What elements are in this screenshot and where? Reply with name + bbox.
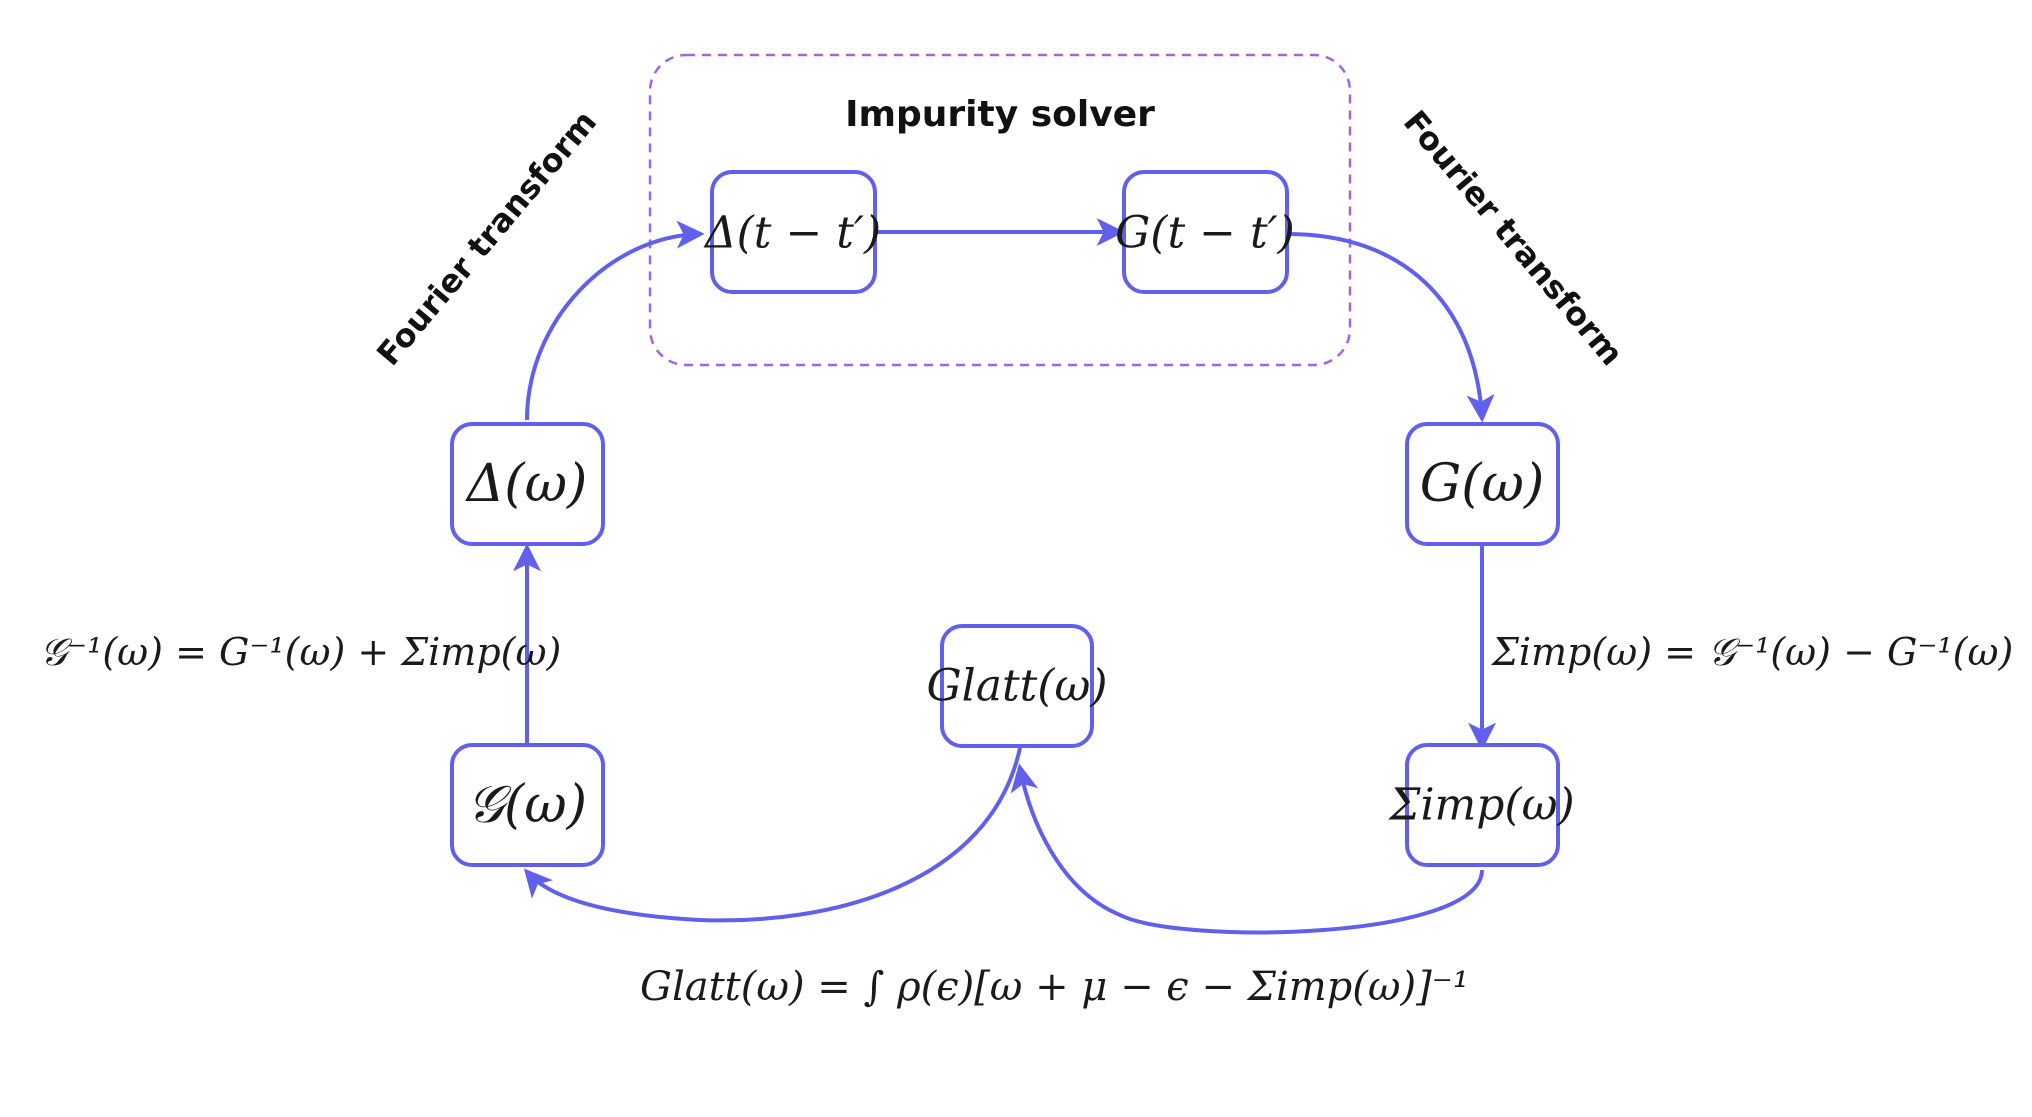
- edge-delta-w-to-delta-t: [525, 220, 705, 421]
- edge-sigma-w-to-glatt-w: [1010, 763, 1484, 935]
- node-weiss-w: 𝒢(ω): [450, 743, 605, 867]
- node-g-w: G(ω): [1405, 422, 1560, 546]
- svg-text:Δ(t − t′): Δ(t − t′): [703, 208, 881, 259]
- svg-text:Glatt(ω): Glatt(ω): [926, 661, 1107, 712]
- svg-text:G(t − t′): G(t − t′): [1115, 208, 1295, 259]
- svg-text:Σimp(ω): Σimp(ω): [1387, 780, 1574, 831]
- edge-glatt-w-to-weiss-w: [523, 747, 1022, 923]
- svg-text:Δ(ω): Δ(ω): [465, 454, 588, 514]
- equation-weiss-update: 𝒢⁻¹(ω) = G⁻¹(ω) + Σimp(ω): [40, 630, 561, 674]
- node-sigma-imp-w: Σimp(ω): [1387, 743, 1575, 867]
- impurity-solver-region: [648, 53, 1352, 367]
- svg-text:𝒢(ω): 𝒢(ω): [467, 775, 587, 835]
- equation-lattice-green: Glatt(ω) = ∫ ρ(ϵ)[ω + μ − ϵ − Σimp(ω)]⁻¹: [640, 964, 1469, 1010]
- node-glatt-w: Glatt(ω): [926, 624, 1108, 748]
- fourier-transform-left-label: Fourier transform: [369, 103, 604, 373]
- edge-g-t-to-g-w: [1287, 232, 1495, 423]
- node-delta-w: Δ(ω): [450, 422, 605, 546]
- node-delta-t: Δ(t − t′): [703, 170, 881, 294]
- node-g-t: G(t − t′): [1115, 170, 1295, 294]
- impurity-solver-title: Impurity solver: [845, 94, 1155, 135]
- equation-self-energy: Σimp(ω) = 𝒢⁻¹(ω) − G⁻¹(ω): [1490, 630, 2013, 674]
- fourier-transform-right-label: Fourier transform: [1396, 103, 1631, 373]
- svg-text:G(ω): G(ω): [1420, 454, 1545, 514]
